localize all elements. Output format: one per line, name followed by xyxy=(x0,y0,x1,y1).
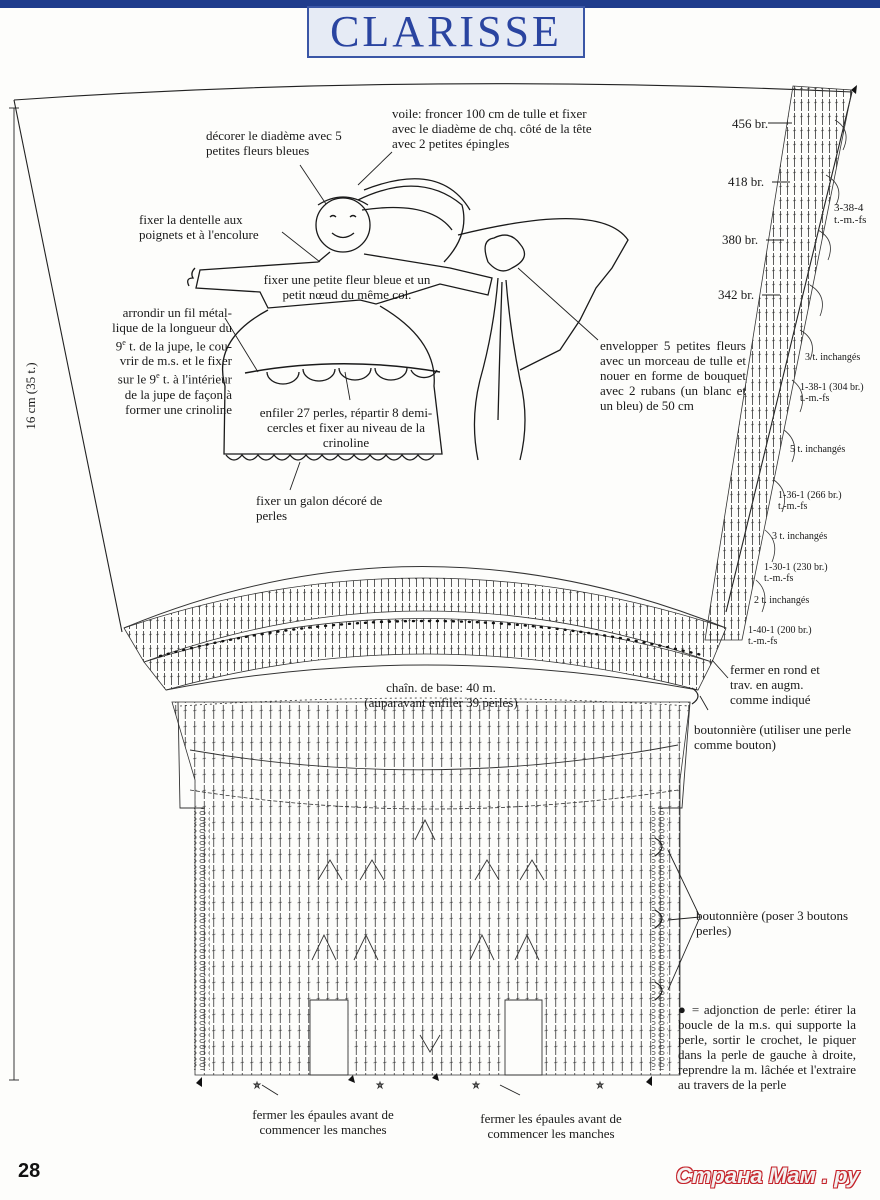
annotation-galon: fixer un galon décoré de perles xyxy=(256,493,383,523)
top-color-band xyxy=(0,0,880,8)
doll-illustration xyxy=(187,178,629,461)
annotation-diadem: décorer le diadème avec 5 petites fleurs… xyxy=(206,128,342,158)
page-title: CLARISSE xyxy=(330,7,562,56)
annotation-shoulders-right: fermer les épaules avant de commencer le… xyxy=(480,1111,622,1141)
wire-line: vrir de m.s. et le fixer xyxy=(119,353,232,369)
stitch-count-418: 418 br. xyxy=(728,174,765,189)
annotation-lace: fixer la dentelle aux poignets et à l'en… xyxy=(139,212,259,242)
annotation-wire: arrondir un fil métal- lique de la longu… xyxy=(82,305,232,417)
side-note: 1-38-1 (304 br.)t.-m.-fs xyxy=(800,382,864,404)
stitch-count-456: 456 br. xyxy=(732,116,769,131)
pearl-bullet-icon: ● xyxy=(678,1002,688,1017)
side-note: 3 t. inchangés xyxy=(772,531,828,542)
wire-line: lique de la longueur du xyxy=(112,320,232,335)
stitch-count-342: 342 br. xyxy=(718,287,755,302)
base-chain-line: (auparavant enfiler 39 perles) xyxy=(364,695,518,710)
bodice-chart xyxy=(171,687,699,1090)
pearl-legend: ● = adjonction de perle: étirer la boucl… xyxy=(678,1002,856,1092)
annotation-buttonhole-pearl: boutonnière (utiliser une perle comme bo… xyxy=(694,722,852,752)
side-note: 1-40-1 (200 br.)t.-m.-fs xyxy=(748,625,812,647)
wire-line: de la jupe de façon à xyxy=(124,386,232,402)
side-note: 3 t. inchangés xyxy=(805,352,861,363)
stitch-count-380: 380 br. xyxy=(722,232,759,247)
height-bracket xyxy=(9,107,19,1081)
page-number: 28 xyxy=(18,1160,41,1182)
wire-line: 9e t. de la jupe, le cou- xyxy=(115,338,232,354)
annotation-veil: voile: froncer 100 cm de tulle et fixer … xyxy=(392,106,592,151)
skirt-side-stitches xyxy=(704,85,857,641)
annotation-shoulders-left: fermer les épaules avant de commencer le… xyxy=(252,1107,394,1137)
side-note: 2 t. inchangés xyxy=(754,595,810,606)
annotation-buttonhole-three: boutonnière (poser 3 boutons perles) xyxy=(696,908,849,938)
side-note: 1-36-1 (266 br.)t.-m.-fs xyxy=(778,490,842,512)
annotation-close-round: fermer en rond et trav. en augm. comme i… xyxy=(730,662,820,707)
side-note: 5 t. inchangés xyxy=(790,444,846,455)
wire-line: arrondir un fil métal- xyxy=(122,305,232,320)
wire-line: sur le 9e t. à l'intérieur xyxy=(117,371,232,387)
wire-line: former une crinoline xyxy=(125,401,232,417)
annotation-pearls: enfiler 27 perles, répartir 8 demi-cercl… xyxy=(259,405,433,450)
height-measure-label: 16 cm (35 t.) xyxy=(23,362,38,430)
side-note: 1-30-1 (230 br.)t.-m.-fs xyxy=(764,562,828,584)
watermark-logo: Страна Мам . ру xyxy=(676,1163,860,1188)
annotation-bouquet: envelopper 5 petites fleurs avec un morc… xyxy=(600,338,746,413)
annotation-flower-bow: fixer une petite fleur bleue et un petit… xyxy=(263,272,431,302)
annotation-base-chain: chaîn. de base: 40 m. (auparavant enfile… xyxy=(336,680,546,710)
base-chain-line: chaîn. de base: 40 m. xyxy=(386,680,496,695)
waist-fan xyxy=(123,566,727,691)
leader-lines xyxy=(224,122,792,1096)
title-box: CLARISSE xyxy=(307,6,585,58)
pearl-legend-text: = adjonction de perle: étirer la boucle … xyxy=(678,1002,857,1092)
